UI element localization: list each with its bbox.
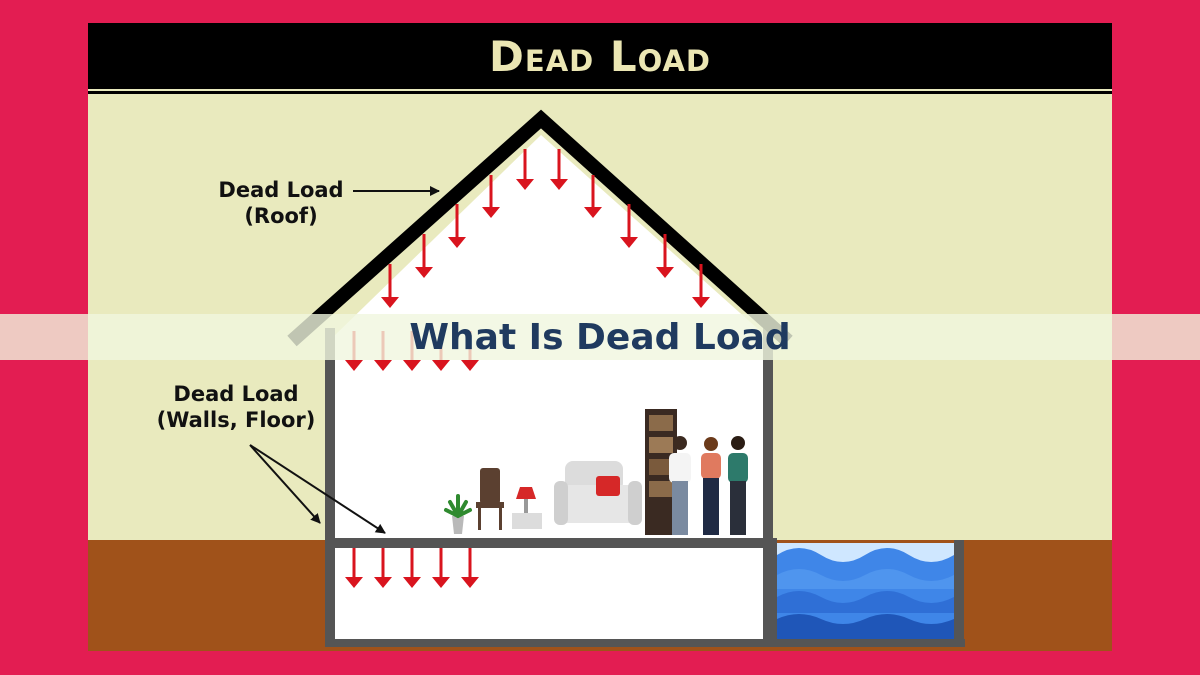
floor-load-arrow <box>374 548 392 588</box>
walls-label-leader-2 <box>249 444 386 534</box>
roof-load-arrow <box>620 204 638 248</box>
roof-load-arrow <box>692 264 710 308</box>
water-pool-icon <box>777 543 954 639</box>
roof <box>287 109 793 347</box>
basement <box>333 548 765 640</box>
banner-title: What Is Dead Load <box>409 316 791 358</box>
header-title: Dead Load <box>489 31 711 81</box>
floor-load-arrow <box>461 548 479 588</box>
roof-load-arrow <box>516 149 534 190</box>
roof-load-arrow <box>482 175 500 218</box>
walls <box>325 328 965 647</box>
floor-load-arrows <box>345 548 479 588</box>
roof-load-arrow <box>381 264 399 308</box>
sofa-icon <box>554 461 642 525</box>
roof-load-arrow <box>448 204 466 248</box>
roof-load-arrow <box>415 234 433 278</box>
people-icon <box>669 436 748 535</box>
roof-load-arrow <box>584 175 602 218</box>
bookshelf-icon <box>645 409 677 535</box>
floor-load-arrow <box>432 548 450 588</box>
walls-label-line1: Dead Load <box>173 382 299 406</box>
title-banner: What Is Dead Load <box>0 314 1200 360</box>
lamp-icon <box>512 487 542 529</box>
house-diagram <box>88 109 1112 651</box>
walls-dead-load-label: Dead Load (Walls, Floor) <box>146 381 326 433</box>
header-rule <box>88 91 1112 94</box>
attic-interior <box>332 135 768 338</box>
chair-icon <box>476 468 504 530</box>
roof-dead-load-label: Dead Load (Roof) <box>196 177 366 229</box>
roof-load-arrow <box>656 234 674 278</box>
roof-label-line2: (Roof) <box>244 204 318 228</box>
floor-load-arrow <box>403 548 421 588</box>
living-room <box>333 338 765 540</box>
walls-label-line2: (Walls, Floor) <box>156 408 316 432</box>
plant-icon <box>444 494 472 534</box>
roof-load-arrow <box>550 149 568 190</box>
floor-load-arrow <box>345 548 363 588</box>
roof-label-line1: Dead Load <box>218 178 344 202</box>
roof-load-arrows <box>381 149 710 308</box>
walls-label-leader-1 <box>249 444 321 524</box>
header-bar: Dead Load <box>88 23 1112 89</box>
